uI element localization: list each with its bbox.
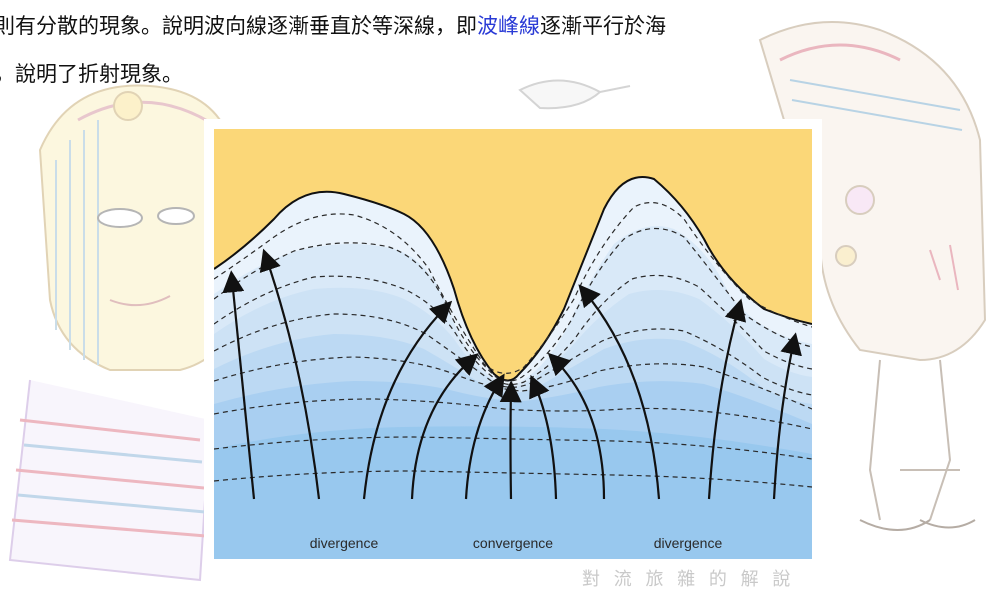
paragraph-line-2: ，說明了折射現象。	[0, 62, 183, 86]
paragraph-text-before-link: 則有分散的現象。說明波向線逐漸垂直於等深線，即	[0, 14, 477, 38]
wave-ray-arrow	[259, 248, 321, 500]
wave-crest-line	[214, 274, 812, 386]
wave-ray-arrow	[464, 373, 505, 500]
wave-crest-line	[214, 470, 812, 488]
pharaoh-sketch	[8, 84, 237, 582]
camel-sketch	[758, 21, 987, 531]
wave-crest-line	[214, 356, 812, 410]
wave-ray-arrow	[578, 284, 661, 500]
wave-crest-line	[214, 201, 812, 374]
divergence-label-left: divergence	[309, 535, 379, 551]
paragraph-text-after-link: 逐漸平行於海	[540, 14, 666, 38]
wave-crest-line	[214, 398, 812, 430]
wave-crest-line	[214, 227, 812, 382]
wave-ray-arrow	[772, 332, 802, 500]
wave-ray-arrows	[222, 248, 802, 500]
wave-crest-line	[214, 436, 812, 460]
watermark-text: 對 流 旅 雜 的 解 說	[582, 569, 795, 590]
refraction-figure: divergence convergence divergence	[204, 119, 822, 565]
shoreline	[214, 176, 812, 382]
wave-ray-arrow	[707, 298, 747, 500]
wave-ray-arrow	[499, 380, 522, 500]
wave-ray-arrow	[547, 352, 606, 500]
wave-ray-arrow	[529, 374, 558, 500]
refraction-diagram	[214, 129, 812, 559]
divergence-label-right: divergence	[653, 535, 723, 551]
wave-ray-arrow	[410, 353, 479, 500]
wave-ray-arrow	[362, 300, 453, 500]
paragraph-line-1: 則有分散的現象。說明波向線逐漸垂直於等深線，即波峰線逐漸平行於海	[0, 10, 666, 40]
bird-sketch	[518, 79, 631, 110]
convergence-label: convergence	[472, 535, 554, 551]
wave-ray-arrow	[222, 270, 256, 500]
water-band-6	[214, 426, 812, 559]
wave-crest-link[interactable]: 波峰線	[477, 14, 540, 38]
